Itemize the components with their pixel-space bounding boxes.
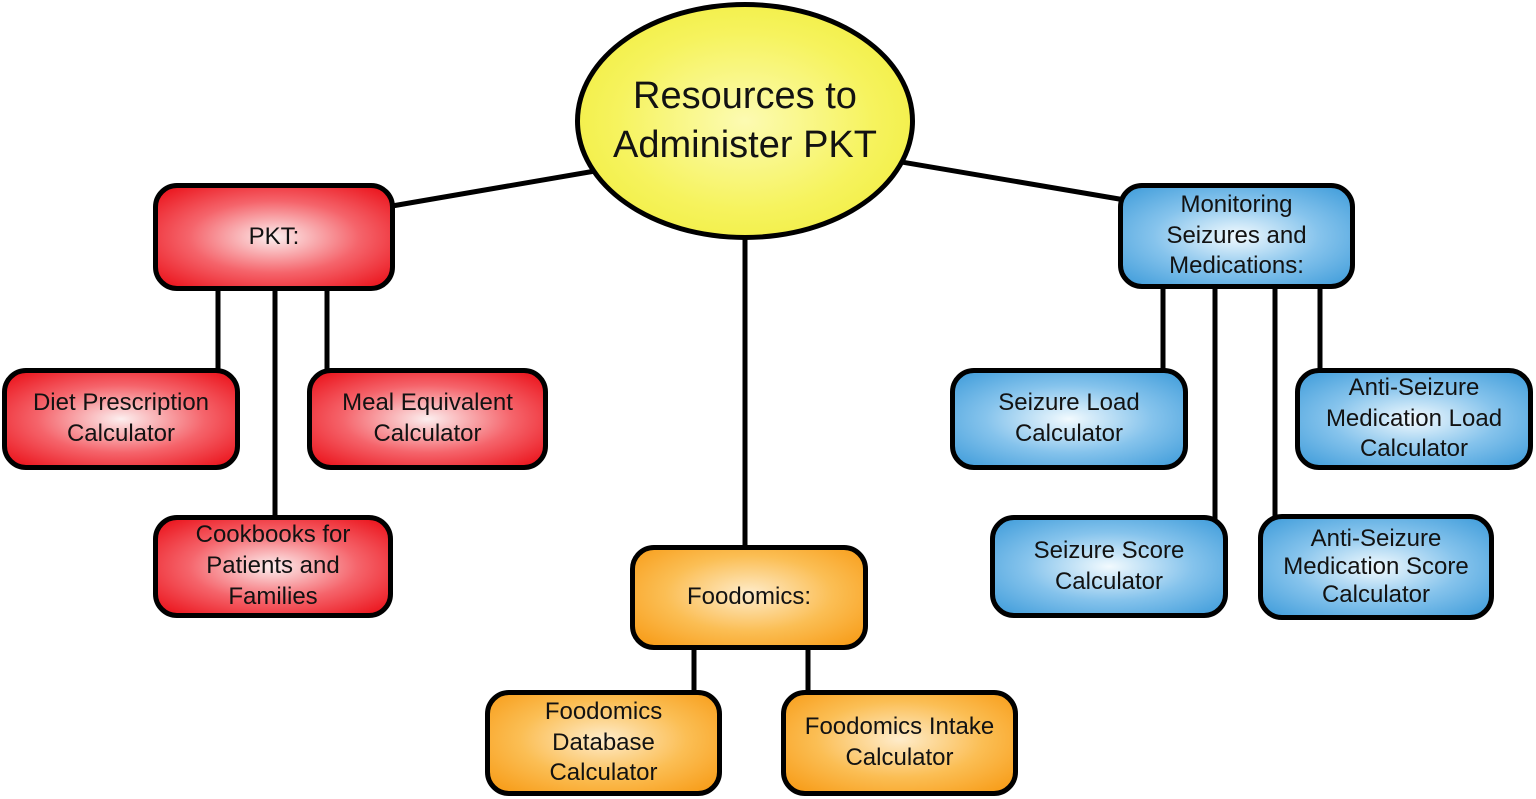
leaf-node-foodomics-database-calculator: Foodomics Database Calculator	[485, 690, 722, 796]
node-label: Anti-Seizure Medication Load Calculator	[1325, 373, 1503, 463]
node-label: Diet Prescription Calculator	[32, 389, 210, 447]
node-label: Monitoring Seizures and Medications:	[1166, 190, 1307, 280]
leaf-node-seizure-score-calculator: Seizure Score Calculator	[990, 515, 1228, 618]
node-label: Seizure Load Calculator	[998, 389, 1140, 447]
root-node-label: Resources to Administer PKT	[613, 74, 877, 166]
node-label: Anti-Seizure Medication Score Calculator	[1283, 524, 1469, 609]
leaf-node-meal-equivalent-calculator: Meal Equivalent Calculator	[307, 368, 548, 470]
connector-root-monitoring	[875, 155, 1128, 203]
leaf-node-seizure-load-calculator: Seizure Load Calculator	[950, 368, 1188, 470]
node-label: Foodomics:	[686, 583, 812, 611]
node-label: Foodomics Intake Calculator	[804, 713, 995, 771]
branch-node-pkt: PKT:	[153, 183, 395, 291]
branch-node-monitoring-seizures-and-medications: Monitoring Seizures and Medications:	[1118, 183, 1355, 289]
node-label: Cookbooks for Patients and Families	[195, 521, 351, 610]
leaf-node-foodomics-intake-calculator: Foodomics Intake Calculator	[781, 690, 1018, 796]
leaf-node-anti-seizure-medication-score-calculator: Anti-Seizure Medication Score Calculator	[1258, 514, 1494, 620]
root-node-resources-to-administer-pkt: Resources to Administer PKT	[575, 2, 915, 240]
branch-node-foodomics: Foodomics:	[630, 545, 868, 650]
leaf-node-diet-prescription-calculator: Diet Prescription Calculator	[2, 368, 240, 470]
node-label: Seizure Score Calculator	[1033, 536, 1185, 595]
node-label: PKT:	[248, 222, 300, 250]
node-label: Foodomics Database Calculator	[544, 697, 663, 787]
node-label: Meal Equivalent Calculator	[342, 389, 513, 447]
leaf-node-cookbooks-for-patients-and-families: Cookbooks for Patients and Families	[153, 515, 393, 618]
leaf-node-anti-seizure-medication-load-calculator: Anti-Seizure Medication Load Calculator	[1295, 368, 1533, 470]
